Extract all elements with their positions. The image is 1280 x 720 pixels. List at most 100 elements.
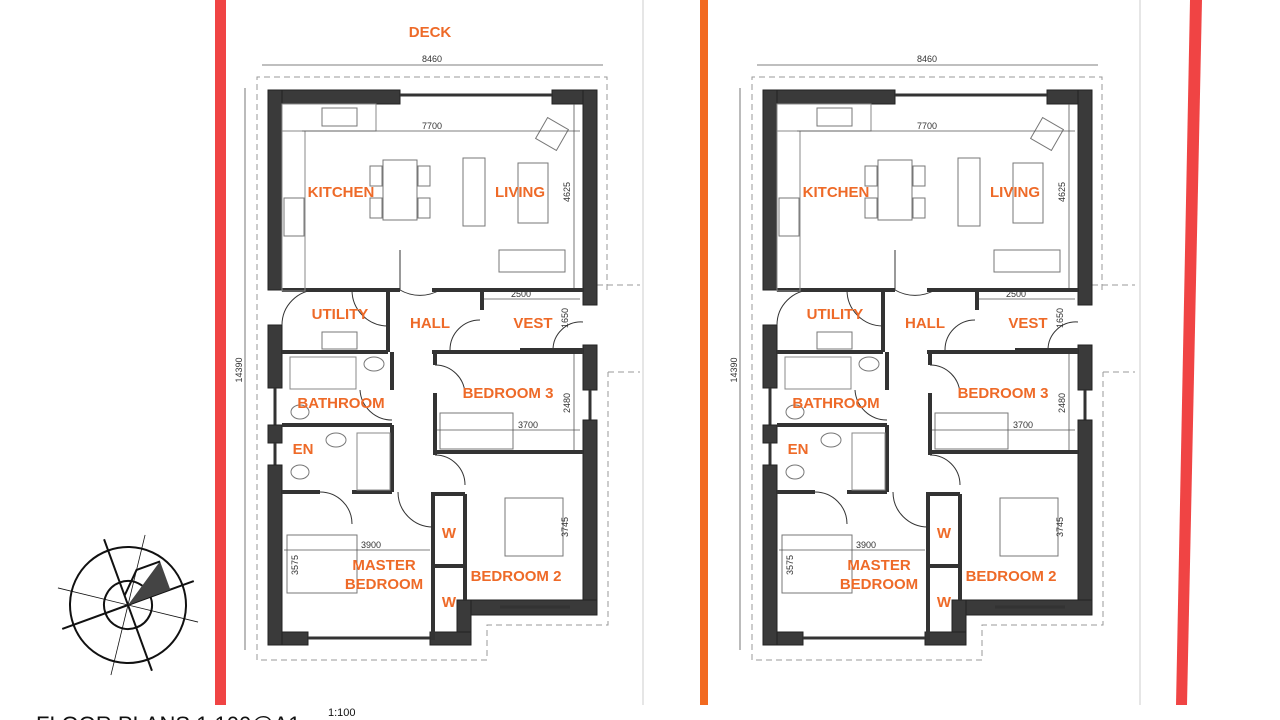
- sofa-icon: [462, 157, 486, 227]
- room-label-master-line1: MASTER: [352, 557, 416, 574]
- room-label-living: LIVING: [990, 184, 1040, 201]
- room-label-bathroom: BATHROOM: [792, 395, 879, 412]
- drawing-title: FLOOR PLANS 1:100@A1: [36, 712, 300, 720]
- exterior-walls: [267, 89, 598, 646]
- dimension-vest-width: 2500: [511, 289, 531, 299]
- room-label-hall: HALL: [410, 315, 450, 332]
- deck-label: DECK: [409, 24, 452, 41]
- room-label-vest: VEST: [513, 315, 552, 332]
- dimension-kitchen-width: 7700: [422, 121, 442, 131]
- exterior-walls: [762, 89, 1093, 646]
- kitchen-sink-icon: [321, 107, 358, 127]
- dimension-overall-width: 8460: [917, 54, 937, 64]
- basin-icon: [820, 432, 842, 448]
- room-label-hall: HALL: [905, 315, 945, 332]
- room-label-kitchen: KITCHEN: [803, 184, 870, 201]
- lot-outline: [256, 76, 609, 661]
- interior-walls: [282, 288, 583, 640]
- toilet-icon: [785, 404, 805, 420]
- bathtub-icon: [784, 356, 852, 390]
- bed-icon: [286, 534, 358, 594]
- bed-icon: [999, 497, 1059, 557]
- basin-icon: [858, 356, 880, 372]
- room-label-living: LIVING: [495, 184, 545, 201]
- dining-table: [877, 159, 913, 221]
- room-label-wardrobe-2: W: [442, 594, 457, 611]
- room-label-bathroom: BATHROOM: [297, 395, 384, 412]
- coffee-table: [517, 162, 549, 224]
- room-label-bedroom-3: BEDROOM 3: [463, 385, 554, 402]
- dimension-vest-depth: 1650: [1055, 308, 1065, 328]
- room-label-wardrobe-1: W: [442, 525, 457, 542]
- armchair-icon: [1029, 116, 1065, 152]
- room-label-bedroom-2: BEDROOM 2: [471, 568, 562, 585]
- room-label-master-line2: BEDROOM: [345, 576, 423, 593]
- room-label-en-suite: EN: [293, 441, 314, 458]
- room-label-bedroom-3: BEDROOM 3: [958, 385, 1049, 402]
- dimension-bedroom3-width: 3700: [518, 420, 538, 430]
- shower-icon: [356, 432, 391, 491]
- dimension-overall-length: 14390: [234, 357, 244, 382]
- dimension-kitchen-depth: 4625: [1057, 182, 1067, 202]
- dimension-vest-width: 2500: [1006, 289, 1026, 299]
- dimension-bedroom2-depth: 3745: [1055, 517, 1065, 537]
- dimension-kitchen-depth: 4625: [562, 182, 572, 202]
- dimension-kitchen-width: 7700: [917, 121, 937, 131]
- dimension-bedroom3-depth: 2480: [562, 393, 572, 413]
- dimension-vest-depth: 1650: [560, 308, 570, 328]
- scale-label: 1:100: [328, 707, 356, 719]
- room-label-utility: UTILITY: [312, 306, 369, 323]
- sofa-icon: [498, 249, 566, 273]
- room-label-wardrobe-1: W: [937, 525, 952, 542]
- cooktop-icon: [778, 197, 800, 237]
- room-label-master-line2: BEDROOM: [840, 576, 918, 593]
- bed-icon: [504, 497, 564, 557]
- room-label-master-line1: MASTER: [847, 557, 911, 574]
- site-boundary-line-middle: [700, 0, 708, 705]
- utility-sink-icon: [816, 331, 853, 350]
- furniture: [281, 103, 570, 594]
- dimension-bedroom2-depth: 3745: [560, 517, 570, 537]
- dimension-master-width: 3900: [856, 540, 876, 550]
- room-label-vest: VEST: [1008, 315, 1047, 332]
- lot-outline: [751, 76, 1104, 661]
- dimension-master-depth: 3575: [785, 555, 795, 575]
- armchair-icon: [534, 116, 570, 152]
- door-swings: [776, 250, 1079, 528]
- cooktop-icon: [283, 197, 305, 237]
- room-label-wardrobe-2: W: [937, 594, 952, 611]
- bed-icon: [934, 412, 1009, 450]
- shower-icon: [851, 432, 886, 491]
- dining-table: [382, 159, 418, 221]
- toilet-icon: [290, 404, 310, 420]
- door-swings: [281, 250, 584, 528]
- sofa-icon: [957, 157, 981, 227]
- kitchen-sink-icon: [816, 107, 853, 127]
- sofa-icon: [993, 249, 1061, 273]
- basin-icon: [325, 432, 347, 448]
- north-arrow-compass-icon: [57, 534, 199, 676]
- bed-icon: [781, 534, 853, 594]
- toilet-icon: [290, 464, 310, 480]
- dimension-master-depth: 3575: [290, 555, 300, 575]
- utility-sink-icon: [321, 331, 358, 350]
- site-boundary-line-left: [215, 0, 226, 705]
- dimension-overall-length: 14390: [729, 357, 739, 382]
- floor-plan-a: 8460 14390: [234, 54, 640, 661]
- room-label-kitchen: KITCHEN: [308, 184, 375, 201]
- room-label-utility: UTILITY: [807, 306, 864, 323]
- furniture: [776, 103, 1065, 594]
- bathtub-icon: [289, 356, 357, 390]
- interior-walls: [777, 288, 1078, 640]
- floor-plan-b: 8460 14390: [729, 54, 1135, 661]
- toilet-icon: [785, 464, 805, 480]
- dimension-bedroom3-depth: 2480: [1057, 393, 1067, 413]
- dimension-master-width: 3900: [361, 540, 381, 550]
- coffee-table: [1012, 162, 1044, 224]
- dimension-overall-width: 8460: [422, 54, 442, 64]
- basin-icon: [363, 356, 385, 372]
- room-label-en-suite: EN: [788, 441, 809, 458]
- bed-icon: [439, 412, 514, 450]
- dimension-bedroom3-width: 3700: [1013, 420, 1033, 430]
